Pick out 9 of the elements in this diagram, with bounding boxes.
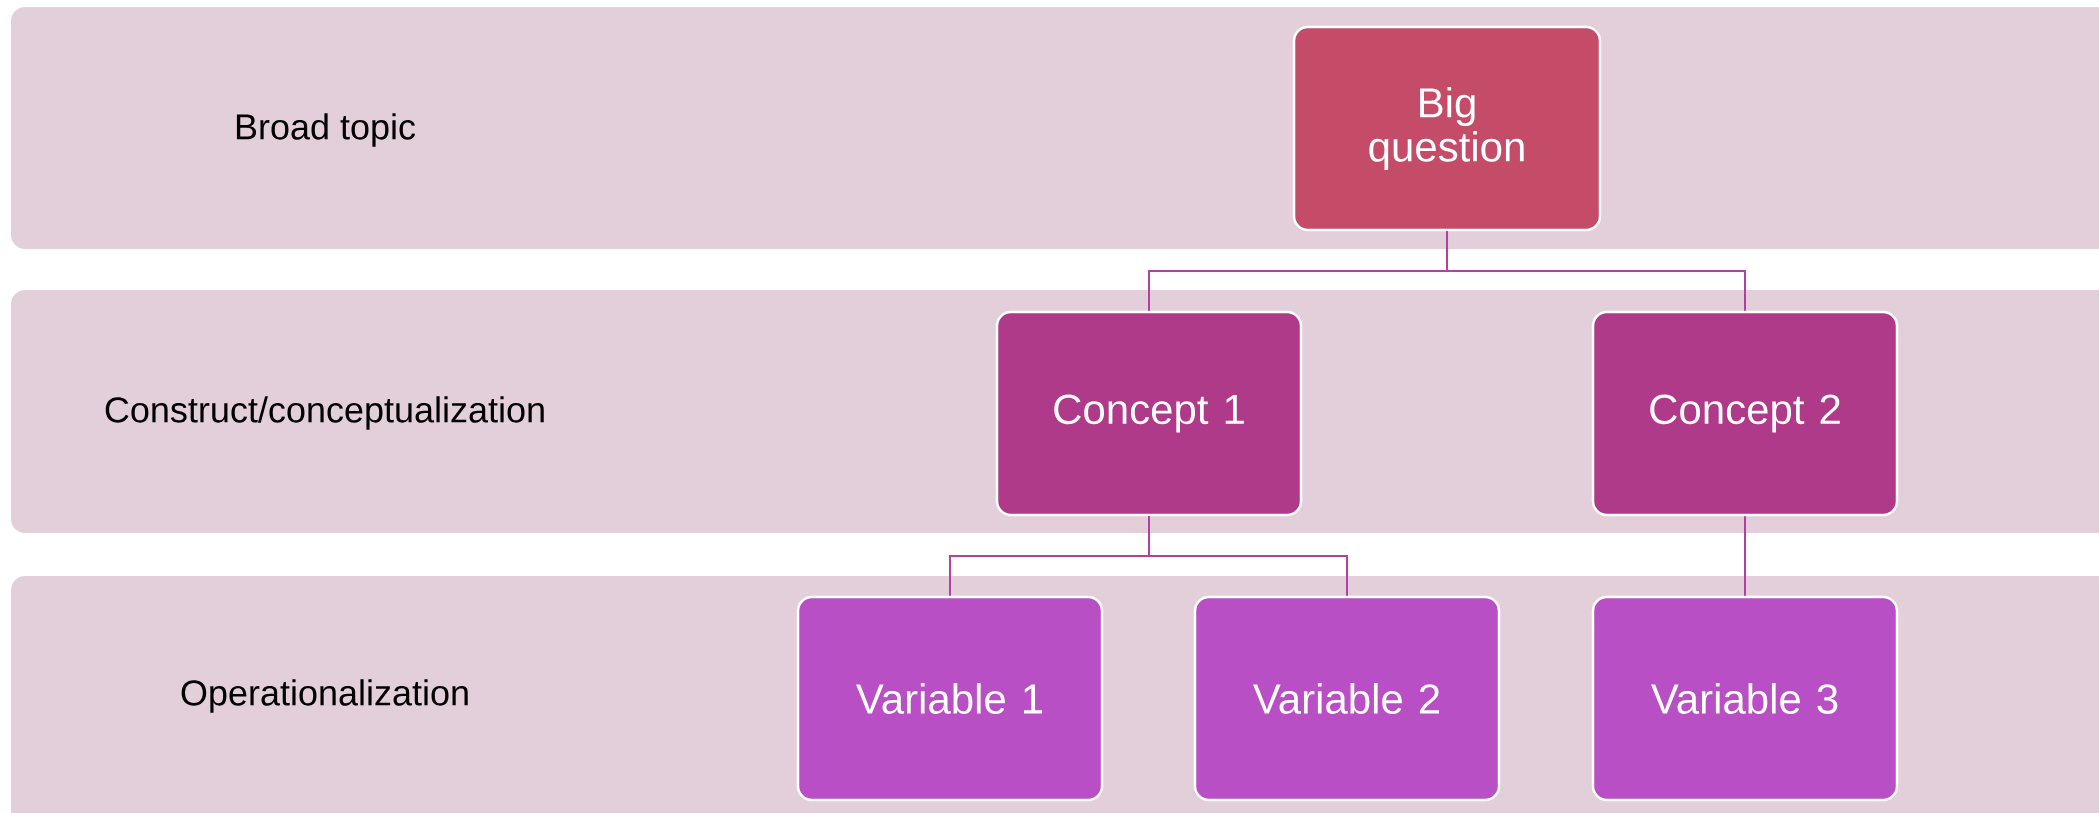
box: Variable 1 [796, 595, 1104, 802]
box: Variable 3 [1591, 595, 1899, 802]
connector [1148, 515, 1348, 597]
connector [1744, 515, 1746, 597]
box: Concept 2 [1591, 310, 1899, 517]
box: Variable 2 [1193, 595, 1501, 802]
box: Concept 1 [995, 310, 1303, 517]
connector [1446, 230, 1746, 312]
box: Big question [1292, 25, 1602, 232]
